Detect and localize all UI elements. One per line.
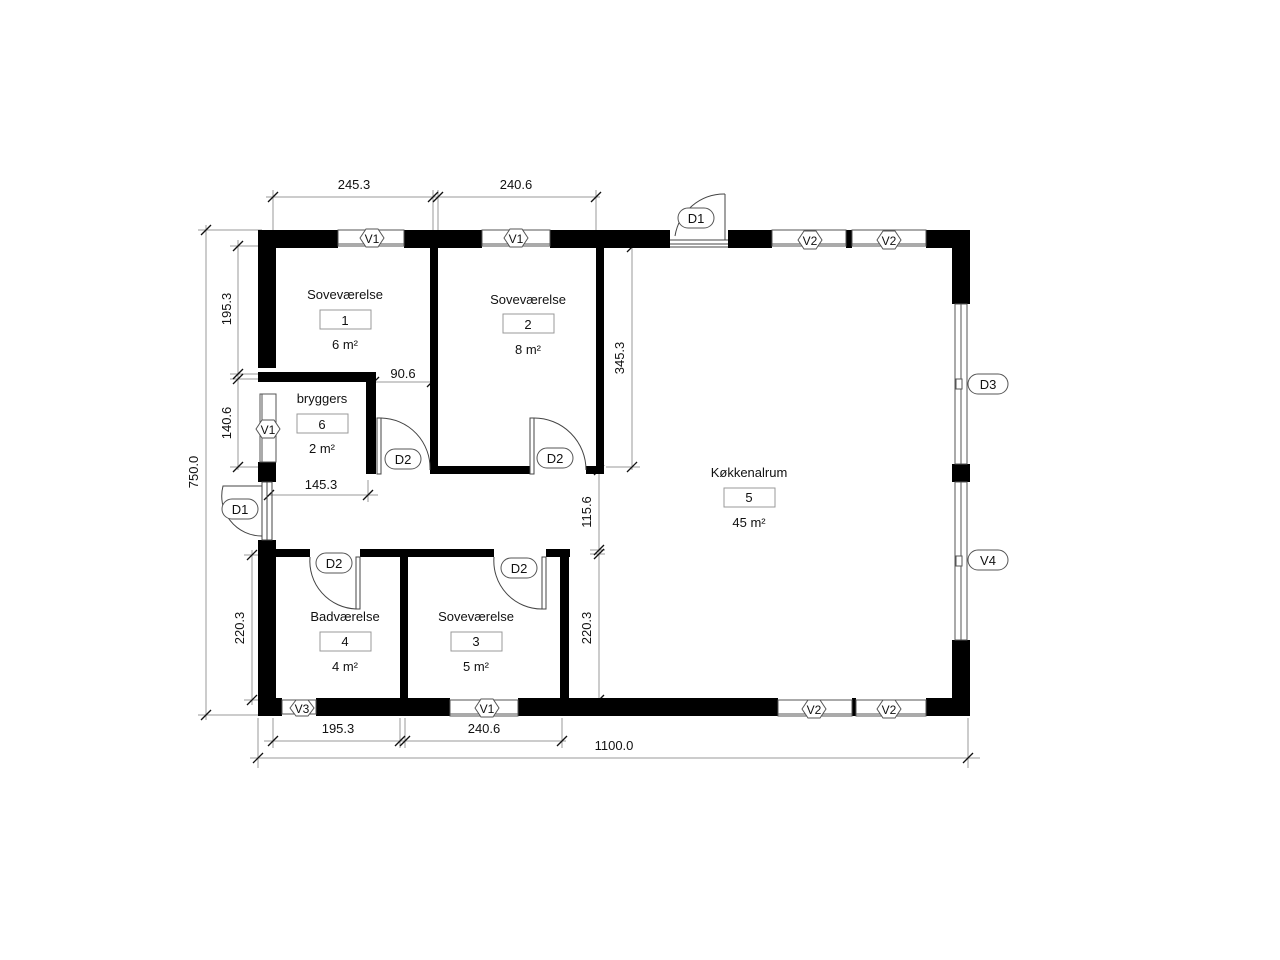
- window-tags: V1 V1 V2 V2 V2 V2 V1 V3 V1 V4: [255, 228, 1009, 719]
- window-tag-v1: V1: [474, 698, 500, 718]
- room-name: Badværelse: [310, 609, 379, 624]
- svg-text:D1: D1: [232, 502, 249, 517]
- room-4[interactable]: Badværelse 4 4 m²: [310, 609, 379, 674]
- window-tag-v2: V2: [801, 699, 827, 719]
- dimension-labels: 245.3 240.6 90.6 145.3 195.3 240.6 1100.…: [186, 177, 633, 753]
- window-tag-v1: V1: [255, 419, 281, 439]
- svg-text:V1: V1: [365, 232, 380, 246]
- svg-text:D1: D1: [688, 211, 705, 226]
- walls: [258, 230, 970, 716]
- dim-inner-345: 345.3: [612, 342, 627, 375]
- room-number: 6: [318, 417, 325, 432]
- room-labels: Soveværelse 1 6 m² Soveværelse 2 8 m² br…: [296, 287, 788, 674]
- dim-left-total: 750.0: [186, 456, 201, 489]
- window-tag-v2: V2: [876, 699, 902, 719]
- dim-left-3: 220.3: [232, 612, 247, 645]
- svg-text:V4: V4: [980, 553, 996, 568]
- window-tag-v1: V1: [503, 228, 529, 248]
- svg-text:V2: V2: [882, 703, 897, 717]
- dim-left-2: 140.6: [219, 407, 234, 440]
- window-tag-v2: V2: [876, 230, 902, 250]
- svg-text:V3: V3: [295, 702, 310, 716]
- svg-text:D2: D2: [326, 556, 343, 571]
- door-tag-d2: D2: [500, 557, 538, 579]
- room-number: 5: [745, 490, 752, 505]
- room-name: Køkkenalrum: [711, 465, 788, 480]
- window-tag-v1: V1: [359, 228, 385, 248]
- room-name: bryggers: [297, 391, 348, 406]
- dim-top-1: 245.3: [338, 177, 371, 192]
- room-6[interactable]: bryggers 6 2 m²: [296, 391, 349, 456]
- svg-text:D2: D2: [395, 452, 412, 467]
- room-3[interactable]: Soveværelse 3 5 m²: [438, 609, 514, 674]
- door-tags: D1 D1 D2 D2 D2 D2 D3: [221, 207, 1009, 579]
- window-tag-v3: V3: [289, 699, 315, 717]
- door-tag-d3: D3: [967, 373, 1009, 395]
- door-tag-d2: D2: [384, 448, 422, 470]
- room-area: 5 m²: [463, 659, 490, 674]
- svg-text:V1: V1: [509, 232, 524, 246]
- dim-top-2: 240.6: [500, 177, 533, 192]
- svg-text:V2: V2: [807, 703, 822, 717]
- dim-inner-90: 90.6: [390, 366, 415, 381]
- svg-text:V1: V1: [261, 423, 276, 437]
- room-area: 6 m²: [332, 337, 359, 352]
- room-name: Soveværelse: [438, 609, 514, 624]
- room-number: 2: [524, 317, 531, 332]
- room-1[interactable]: Soveværelse 1 6 m²: [307, 287, 383, 352]
- room-area: 45 m²: [732, 515, 766, 530]
- room-number: 3: [472, 634, 479, 649]
- window-tag-v4: V4: [967, 549, 1009, 571]
- svg-text:V2: V2: [803, 234, 818, 248]
- room-name: Soveværelse: [490, 292, 566, 307]
- svg-text:V2: V2: [882, 234, 897, 248]
- door-tag-d2: D2: [536, 447, 574, 469]
- svg-text:D2: D2: [511, 561, 528, 576]
- window-tag-v2: V2: [797, 230, 823, 250]
- room-area: 2 m²: [309, 441, 336, 456]
- dim-inner-145: 145.3: [305, 477, 338, 492]
- room-5[interactable]: Køkkenalrum 5 45 m²: [711, 465, 788, 530]
- room-number: 4: [341, 634, 348, 649]
- dim-bottom-2: 240.6: [468, 721, 501, 736]
- dim-bottom-1: 195.3: [322, 721, 355, 736]
- dim-inner-115: 115.6: [579, 496, 594, 528]
- svg-text:D2: D2: [547, 451, 564, 466]
- room-2[interactable]: Soveværelse 2 8 m²: [490, 292, 566, 357]
- room-number: 1: [341, 313, 348, 328]
- door-swings: [221, 193, 728, 610]
- room-area: 4 m²: [332, 659, 359, 674]
- dim-inner-220: 220.3: [579, 612, 594, 645]
- door-tag-d1: D1: [677, 207, 715, 229]
- door-tag-d1: D1: [221, 498, 259, 520]
- dim-bottom-total: 1100.0: [595, 738, 634, 753]
- dim-left-1: 195.3: [219, 293, 234, 326]
- svg-text:D3: D3: [980, 377, 997, 392]
- svg-text:V1: V1: [480, 702, 495, 716]
- door-tag-d2: D2: [315, 552, 353, 574]
- room-name: Soveværelse: [307, 287, 383, 302]
- room-area: 8 m²: [515, 342, 542, 357]
